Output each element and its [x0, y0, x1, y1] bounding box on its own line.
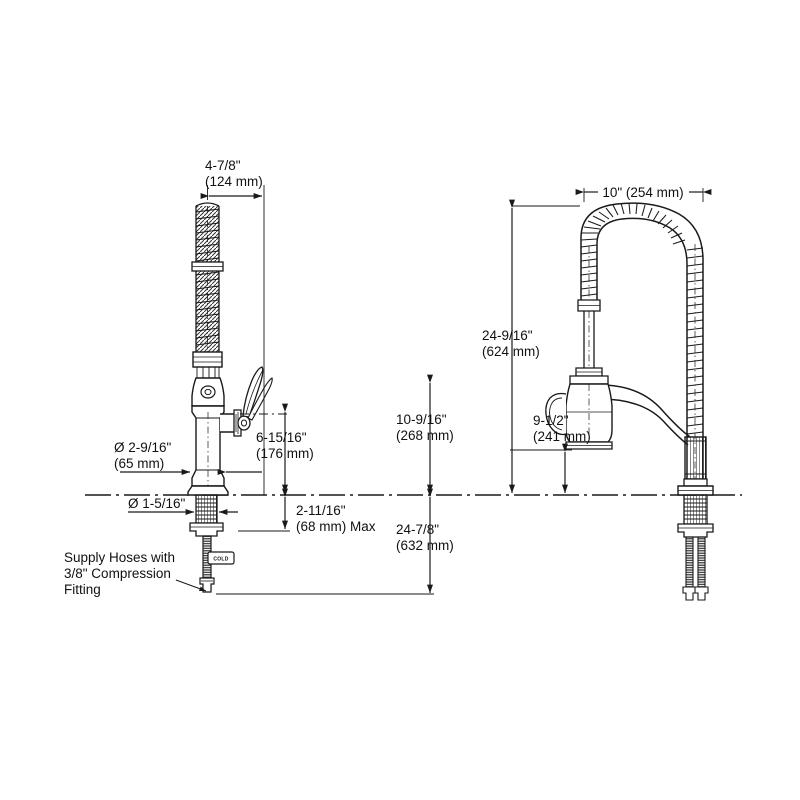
left-sprayhead	[192, 351, 223, 378]
dimension-10-inch-label: 10" (254 mm)	[602, 185, 683, 200]
dimension-9-1-2-imperial: 9-1/2"	[533, 413, 569, 428]
right-spray-body	[677, 478, 714, 496]
supply-hoses-callout: Supply Hoses with 3/8" Compression Fitti…	[64, 550, 207, 597]
dimension-24-7-8: 24-7/8" (632 mm)	[216, 488, 454, 595]
dimension-24-9-16-imperial: 24-9/16"	[482, 328, 533, 343]
left-threaded-shank	[189, 494, 224, 537]
dimension-dia-2-9-16-metric: (65 mm)	[114, 456, 164, 471]
left-escutcheon	[187, 485, 229, 496]
dimension-6-15-16-metric: (176 mm)	[256, 446, 314, 461]
dimension-10-9-16: 10-9/16" (268 mm)	[396, 374, 454, 494]
dimension-4-7-8-imperial: 4-7/8"	[205, 158, 241, 173]
left-faucet-assembly: COLD	[187, 202, 273, 593]
cold-tag: COLD	[207, 551, 235, 565]
right-supply-hoses	[682, 536, 709, 601]
dimension-9-1-2-metric: (241 mm)	[533, 429, 591, 444]
right-swing-spout	[599, 384, 691, 446]
left-faucet-body	[191, 405, 225, 487]
right-faucet-assembly	[545, 202, 714, 601]
right-sprayhead-grip	[684, 436, 707, 480]
supply-hoses-line-1: Supply Hoses with	[64, 550, 175, 565]
dimension-9-1-2: 9-1/2" (241 mm)	[510, 413, 591, 494]
right-threaded-shank	[677, 494, 714, 538]
right-coil-collar	[577, 299, 601, 368]
dimension-6-15-16-imperial: 6-15/16"	[256, 430, 307, 445]
dimension-10-9-16-imperial: 10-9/16"	[396, 412, 447, 427]
dimension-4-7-8: 4-7/8" (124 mm)	[200, 158, 265, 495]
dimension-24-7-8-metric: (632 mm)	[396, 538, 454, 553]
dimension-dia-1-5-16-imperial: Ø 1-5/16"	[128, 496, 186, 511]
dimension-10-9-16-metric: (268 mm)	[396, 428, 454, 443]
dimension-dia-1-5-16: Ø 1-5/16"	[128, 496, 238, 515]
left-supply-hose: COLD	[199, 535, 235, 593]
dimension-dia-2-9-16-imperial: Ø 2-9/16"	[114, 440, 172, 455]
dimension-2-11-16-max: 2-11/16" (68 mm) Max	[238, 488, 376, 534]
left-handle-assembly	[220, 366, 273, 437]
left-coil-collar	[191, 261, 224, 272]
dimension-2-11-16-metric: (68 mm) Max	[296, 519, 376, 534]
dimension-2-11-16-imperial: 2-11/16"	[296, 503, 346, 518]
dimension-24-9-16-metric: (624 mm)	[482, 344, 540, 359]
left-coil-spring	[195, 202, 220, 352]
right-faucet-hub	[569, 367, 609, 385]
dimension-24-7-8-imperial: 24-7/8"	[396, 522, 439, 537]
cold-tag-label: COLD	[213, 557, 228, 563]
dimension-4-7-8-metric: (124 mm)	[205, 174, 263, 189]
supply-hoses-line-3: Fitting	[64, 582, 101, 597]
right-coil-spring-arch	[580, 202, 704, 480]
dimension-dia-2-9-16: Ø 2-9/16" (65 mm)	[114, 440, 262, 475]
left-faucet-neck	[191, 377, 225, 407]
supply-hoses-line-2: 3/8" Compression	[64, 566, 171, 581]
dimension-10-inch: 10" (254 mm)	[575, 185, 712, 202]
dimension-6-15-16: 6-15/16" (176 mm)	[240, 403, 314, 494]
dimension-24-9-16: 24-9/16" (624 mm)	[482, 199, 580, 494]
